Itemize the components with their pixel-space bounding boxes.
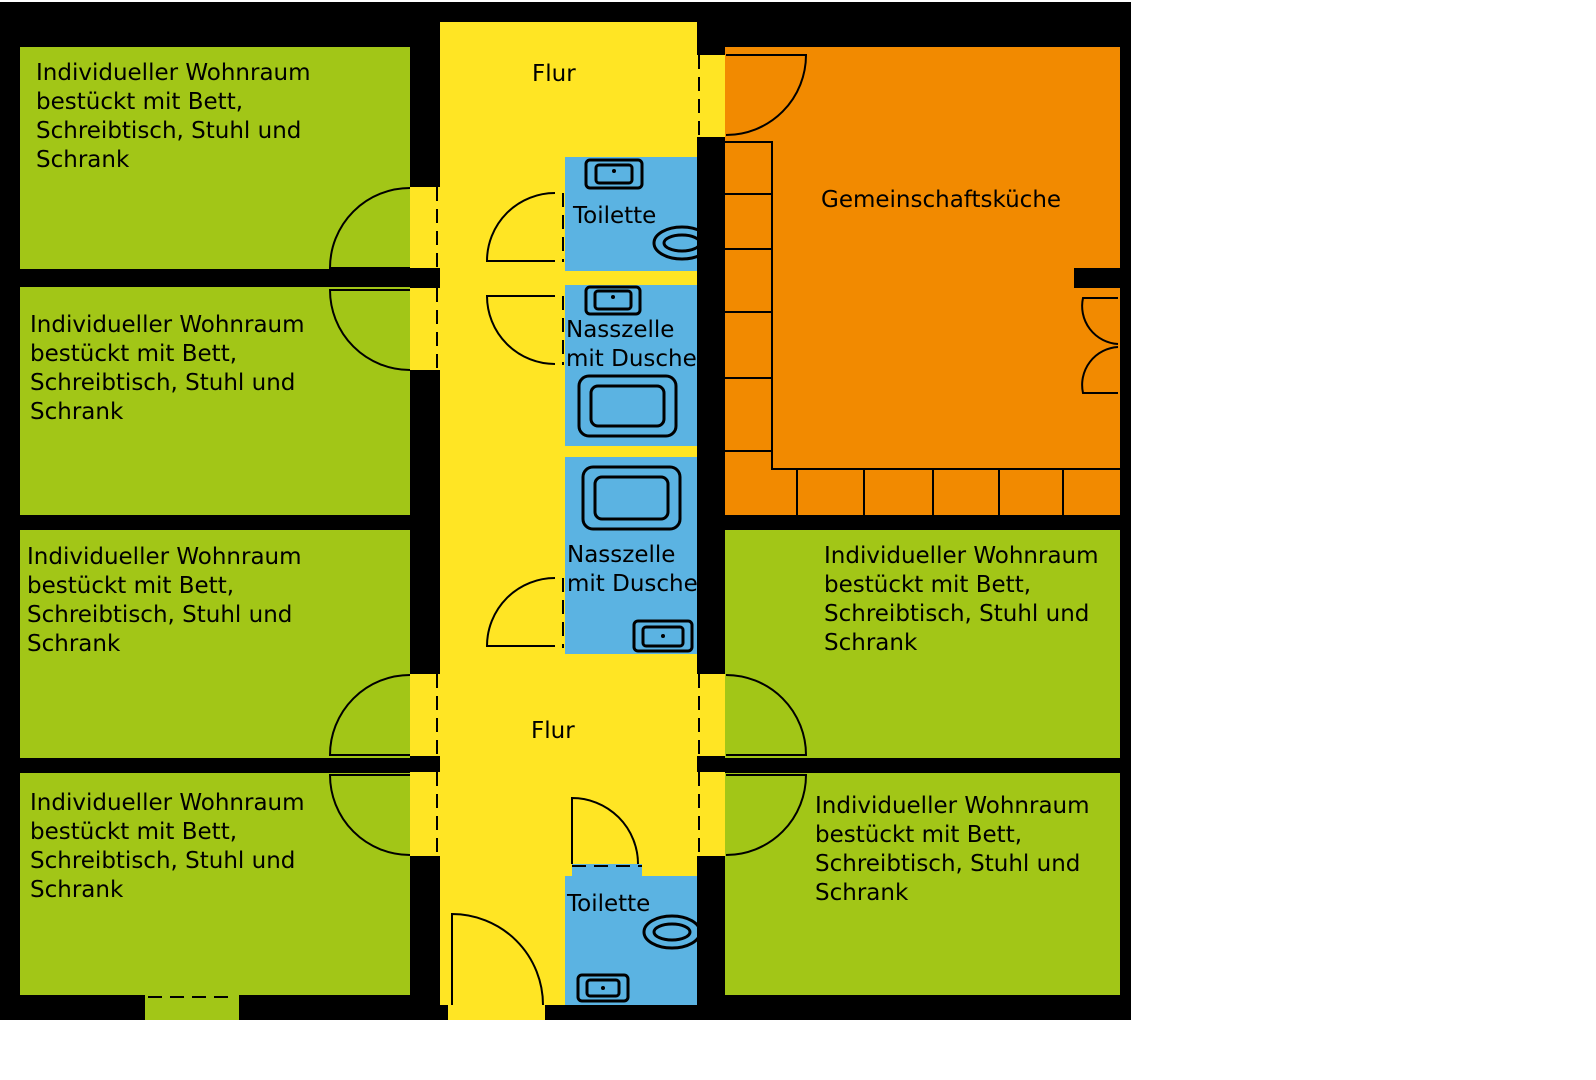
room-label-kitchen: Gemeinschaftsküche [821,187,1061,213]
room-label-corridor-bottom: Flur [531,718,575,744]
door-swing [725,54,808,136]
door-swing [328,289,411,371]
door-swing [328,187,411,269]
doorway-kitchen [697,55,725,137]
window-bottom-left [145,995,239,1020]
door-swing [328,774,411,856]
living-room-left-1 [20,47,410,269]
living-room-left-2 [20,287,410,515]
doorway-left-4 [410,772,440,856]
living-room-right-1 [725,530,1120,758]
sink-icon [584,285,642,316]
living-room-left-4 [20,773,410,995]
doorway-right-1 [697,674,725,756]
sink-icon [632,619,694,653]
door-swing [1081,297,1119,345]
sink-icon [584,158,644,190]
living-room-left-3 [20,530,410,758]
entrance [448,1005,545,1020]
room-label-toilet-top: Toilette [572,203,656,229]
doorway-left-1 [410,187,440,268]
room-label-wetcell-2: Nasszelle mit Dusche [567,542,698,597]
sink-icon [576,973,630,1003]
door-swing [485,295,556,365]
room-label-living-right-2: Individueller Wohnraum bestückt mit Bett… [815,793,1097,906]
doorway-left-3 [410,674,440,756]
room-label-living-left-2: Individueller Wohnraum bestückt mit Bett… [30,312,312,425]
room-label-toilet-bottom: Toilette [566,891,650,917]
door-swing [725,774,808,856]
corridor-top-opening [440,4,697,22]
room-label-wetcell-1: Nasszelle mit Dusche [566,317,697,372]
room-label-living-right-1: Individueller Wohnraum bestückt mit Bett… [824,543,1106,656]
door-swing [725,674,808,756]
room-label-corridor-top: Flur [532,61,576,87]
door-swing [485,577,556,647]
door-swing [485,192,556,262]
toilet-bowl-icon [642,914,702,950]
toilet-bowl-icon [652,225,712,261]
door-swing [451,912,544,1006]
door-swing [1081,346,1119,394]
room-label-living-left-4: Individueller Wohnraum bestückt mit Bett… [30,790,312,903]
kitchen [725,47,1120,515]
door-swing [328,674,411,756]
kitchen-counter [725,141,1120,515]
room-label-living-left-3: Individueller Wohnraum bestückt mit Bett… [27,544,309,657]
living-room-right-2 [725,773,1120,995]
shower-tray-icon [577,374,678,438]
doorway-right-2 [697,772,725,856]
shower-tray-icon [581,465,682,531]
door-swing [571,796,639,865]
doorway-left-2 [410,288,440,370]
room-label-living-left-1: Individueller Wohnraum bestückt mit Bett… [36,60,318,173]
kitchen-wall-stub [1074,268,1120,288]
